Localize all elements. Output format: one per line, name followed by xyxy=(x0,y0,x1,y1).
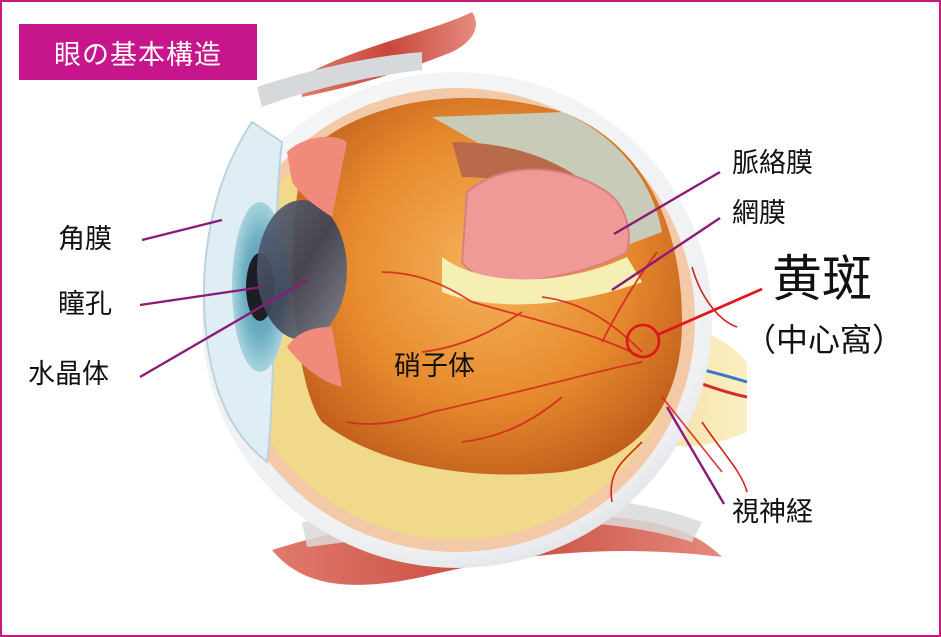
ciliary-body-bottom xyxy=(287,327,342,387)
macula-leader-line xyxy=(656,287,763,337)
label-fovea: （中心窩） xyxy=(744,321,905,359)
ciliary-body-top xyxy=(287,136,347,217)
label-vitreous: 硝子体 xyxy=(394,351,475,382)
leader-lines xyxy=(139,170,726,505)
blood-vessels xyxy=(346,251,723,473)
diagram-title: 眼の基本構造 xyxy=(19,24,257,80)
macula-marker-circle xyxy=(625,323,661,359)
retina-flap-edge xyxy=(442,257,642,305)
label-choroid: 脈絡膜 xyxy=(732,148,813,179)
label-cornea: 角膜 xyxy=(58,224,112,255)
label-optic-nerve: 視神経 xyxy=(732,497,813,528)
label-macula: 黄斑 xyxy=(772,250,872,308)
lens-shape xyxy=(257,200,347,340)
upper-tendon xyxy=(257,52,422,107)
label-lens: 水晶体 xyxy=(28,359,109,390)
external-vessels xyxy=(610,266,748,503)
label-retina: 網膜 xyxy=(732,198,786,229)
label-pupil: 瞳孔 xyxy=(58,289,112,320)
